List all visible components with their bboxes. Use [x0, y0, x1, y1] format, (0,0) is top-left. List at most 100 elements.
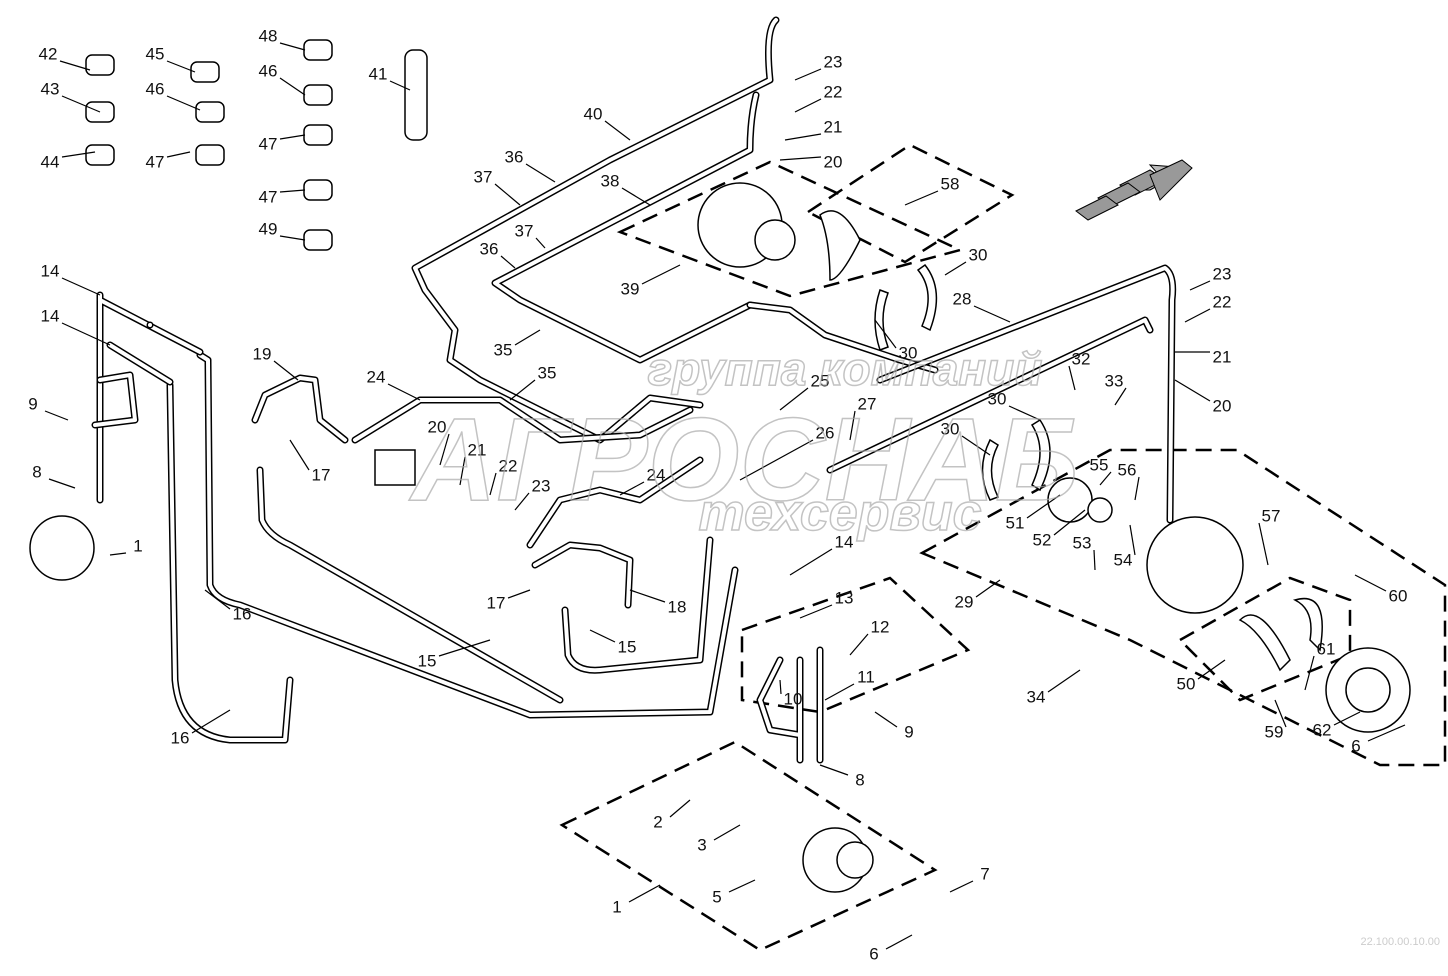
- leader-line: [166, 60, 196, 73]
- leader-line: [507, 589, 531, 599]
- callout-45: 45: [146, 44, 165, 63]
- callout-47: 47: [146, 152, 165, 171]
- clamp-part: [303, 39, 333, 61]
- leader-line: [61, 95, 101, 113]
- brake-unit: [754, 219, 796, 261]
- leader-line: [204, 589, 231, 610]
- pipe-outline: [166, 381, 294, 744]
- callout-48: 48: [259, 26, 278, 45]
- motor-flange: [836, 841, 874, 879]
- callout-33: 33: [1105, 371, 1124, 390]
- callout-23: 23: [532, 476, 551, 495]
- watermark: группа компаний АГРОСНАБ техсервис: [408, 342, 1080, 543]
- callout-35: 35: [538, 363, 557, 382]
- callout-58: 58: [941, 174, 960, 193]
- clamp-part: [190, 61, 220, 83]
- callout-9: 9: [28, 394, 37, 413]
- o-ring-52: [1087, 497, 1113, 523]
- leader-line: [494, 183, 521, 206]
- callout-54: 54: [1114, 550, 1133, 569]
- callout-61: 61: [1317, 639, 1336, 658]
- leader-line: [589, 629, 616, 643]
- leader-line: [438, 639, 491, 657]
- leader-line: [61, 151, 96, 158]
- leader-line: [1008, 405, 1041, 421]
- brake-shoe-58: [819, 210, 861, 281]
- callout-1: 1: [133, 536, 142, 555]
- pipe: [533, 543, 632, 607]
- callout-17: 17: [312, 465, 331, 484]
- callout-56: 56: [1118, 460, 1137, 479]
- callout-46: 46: [259, 61, 278, 80]
- leader-line: [874, 711, 898, 728]
- leader-line: [628, 884, 661, 903]
- callout-15: 15: [418, 651, 437, 670]
- callout-47: 47: [259, 187, 278, 206]
- callout-12: 12: [871, 617, 890, 636]
- leader-line: [514, 492, 530, 511]
- leader-line: [1134, 476, 1140, 501]
- leader-line: [944, 261, 967, 276]
- leader-line: [279, 189, 306, 193]
- leader-line: [973, 305, 1011, 323]
- leader-line: [789, 548, 833, 576]
- leader-line: [1174, 379, 1211, 402]
- leader-line: [387, 383, 421, 401]
- callout-8: 8: [855, 770, 864, 789]
- callout-35: 35: [494, 340, 513, 359]
- leader-line: [904, 190, 939, 206]
- callout-14: 14: [41, 261, 60, 280]
- leader-line: [48, 478, 76, 489]
- clamp-part: [85, 144, 115, 166]
- leader-line: [500, 255, 516, 269]
- pipe: [413, 18, 778, 442]
- leader-line: [1354, 574, 1387, 592]
- leader-line: [459, 456, 466, 486]
- leader-line: [739, 439, 814, 481]
- leader-line: [509, 379, 536, 401]
- callout-26: 26: [816, 423, 835, 442]
- leader-line: [1367, 724, 1406, 742]
- corrugated-sleeve-41: [404, 49, 428, 141]
- callout-24: 24: [367, 367, 386, 386]
- callout-49: 49: [259, 219, 278, 238]
- pipe: [758, 648, 822, 762]
- leader-line: [61, 277, 101, 296]
- callout-30: 30: [988, 389, 1007, 408]
- leader-line: [489, 472, 497, 496]
- callout-52: 52: [1033, 530, 1052, 549]
- callout-43: 43: [41, 79, 60, 98]
- leader-line: [1197, 659, 1226, 680]
- box-9: [740, 576, 971, 714]
- callout-29: 29: [955, 592, 974, 611]
- leader-line: [59, 60, 91, 71]
- callout-59: 59: [1265, 722, 1284, 741]
- callout-36: 36: [480, 239, 499, 258]
- leader-line: [525, 163, 556, 183]
- leader-line: [279, 235, 306, 241]
- callout-17: 17: [487, 593, 506, 612]
- callout-46: 46: [146, 79, 165, 98]
- callout-38: 38: [601, 171, 620, 190]
- callout-62: 62: [1313, 720, 1332, 739]
- leader-line: [535, 237, 546, 249]
- callout-47: 47: [259, 134, 278, 153]
- assembly-boxes: [559, 143, 1447, 952]
- leader-line: [44, 410, 69, 421]
- leader-line: [61, 322, 111, 346]
- leader-line: [279, 42, 306, 51]
- callout-30: 30: [899, 343, 918, 362]
- leader-line: [279, 77, 306, 96]
- pipe: [353, 398, 692, 442]
- brake-lining-30b: [981, 438, 1000, 501]
- leader-line: [794, 98, 822, 113]
- callout-42: 42: [39, 44, 58, 63]
- pipe: [93, 343, 172, 427]
- callout-28: 28: [953, 289, 972, 308]
- callout-19: 19: [253, 344, 272, 363]
- callout-60: 60: [1389, 586, 1408, 605]
- callout-8: 8: [32, 462, 41, 481]
- leader-line: [279, 134, 306, 140]
- box-50: [1177, 576, 1352, 702]
- leader-line: [961, 435, 991, 456]
